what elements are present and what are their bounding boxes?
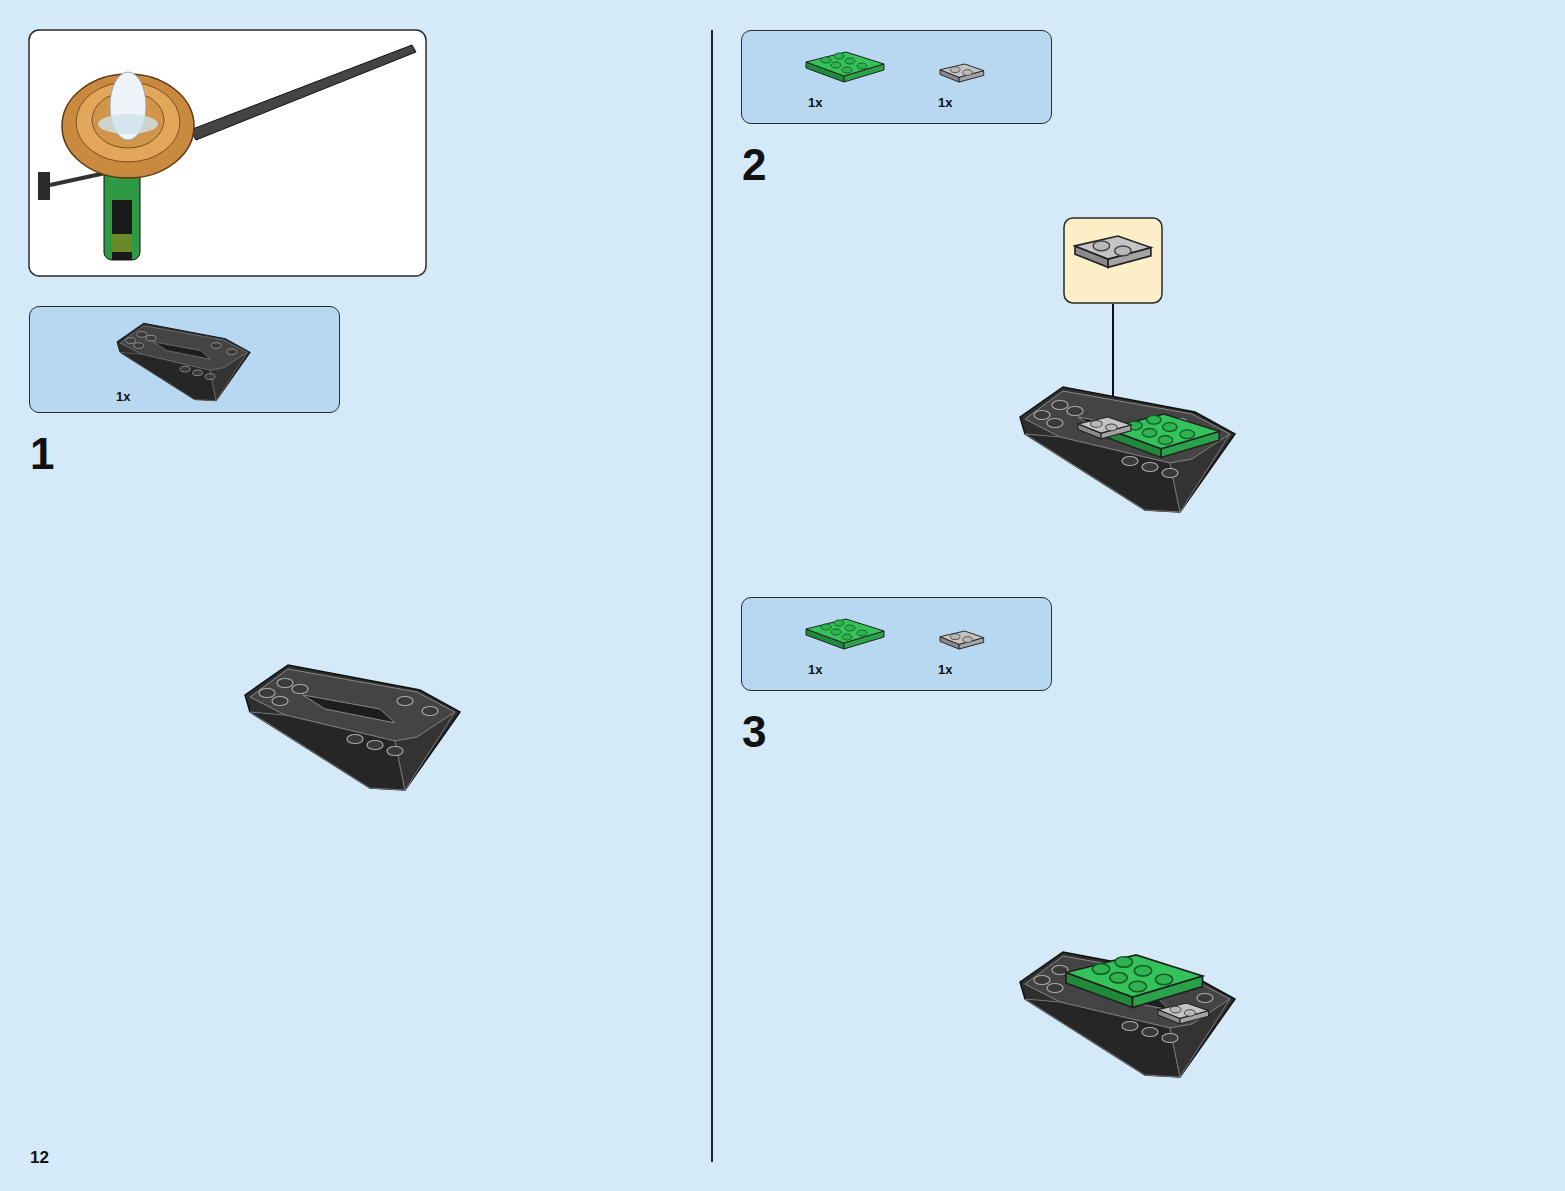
quantity-label: 1x [938, 662, 952, 677]
step-number: 2 [742, 143, 766, 187]
quantity-label: 1x [808, 95, 822, 110]
quantity-label: 1x [116, 389, 130, 404]
quantity-label: 1x [938, 95, 952, 110]
parts-callout: 1x 1x [741, 597, 1052, 691]
page-number: 12 [30, 1149, 49, 1166]
spinner-figure [38, 45, 416, 260]
quantity-label: 1x [808, 662, 822, 677]
parts-callout: 1x 1x [741, 30, 1052, 124]
step-number: 3 [742, 710, 766, 754]
step-number: 1 [30, 432, 54, 476]
parts-callout: 1x [29, 306, 340, 413]
